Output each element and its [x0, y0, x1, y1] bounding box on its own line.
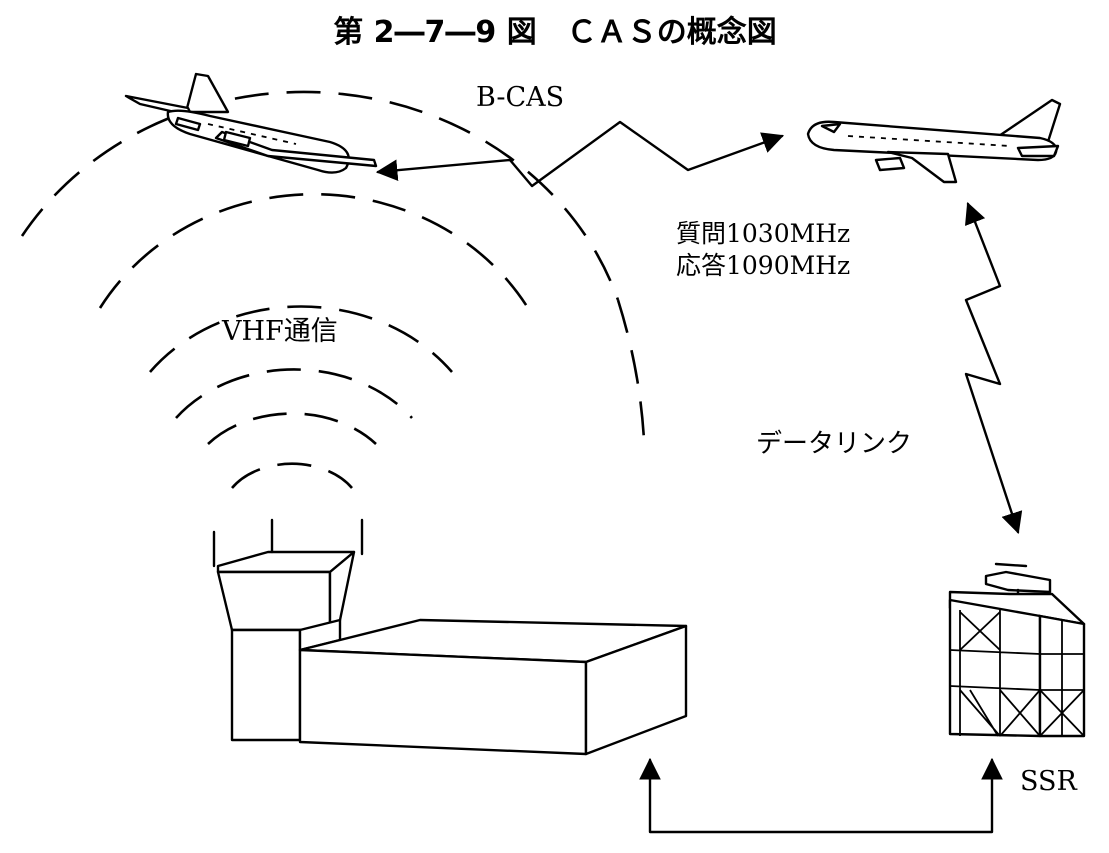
vhf-wave-arc-6 — [20, 90, 620, 301]
label-ssr: SSR — [1020, 766, 1078, 797]
vhf-wave-arc-4 — [149, 305, 453, 373]
ground-line-link — [639, 757, 1003, 834]
left-aircraft-icon — [124, 72, 378, 174]
vhf-wave-arc-1 — [231, 462, 353, 489]
vhf-wave-arc-2 — [207, 412, 377, 445]
label-interrogation-frequency: 質問1030MHz — [676, 219, 850, 248]
ssr-station — [948, 562, 1086, 738]
control-tower-building — [212, 518, 688, 756]
label-reply-frequency: 応答1090MHz — [676, 251, 850, 280]
label-vhf-communication: VHF通信 — [221, 316, 338, 347]
vhf-wave-arc-3 — [175, 368, 413, 419]
label-bcas: B-CAS — [476, 82, 564, 113]
vhf-radio-waves — [20, 90, 646, 489]
datalink-link — [964, 201, 1023, 535]
figure-title: 第 2―7―9 図 ＣＡＳの概念図 — [333, 15, 777, 50]
label-datalink: データリンク — [756, 429, 912, 459]
right-aircraft-icon — [806, 98, 1062, 184]
vhf-wave-arc-5 — [98, 192, 530, 309]
vhf-wave-arc-6-tail — [616, 299, 646, 441]
bcas-link — [375, 120, 785, 188]
